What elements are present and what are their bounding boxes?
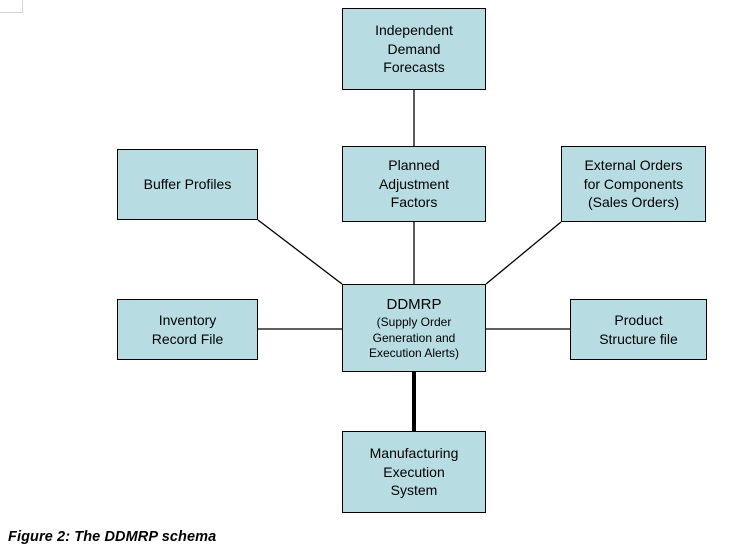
edge-buffer-profiles-to-ddmrp [257,219,343,285]
node-label-line: for Components [583,175,684,192]
node-label-line: Demand [387,40,441,57]
node-label-line: Factors [390,194,438,211]
node-label-line: System [390,482,438,499]
node-label-line: Forecasts [383,59,445,76]
node-label-line: Product [614,311,663,328]
node-label-line: Adjustment [378,175,450,192]
node-label-line: (Sales Orders) [587,194,680,211]
node-label-line: Inventory [158,311,217,328]
node-planned-adjustment-factors: Planned Adjustment Factors [342,146,486,222]
node-ddmrp: DDMRP (Supply Order Generation and Execu… [342,284,486,372]
node-label-line: Execution [383,463,445,480]
node-label-line: Buffer Profiles [143,176,232,193]
node-product-structure-file: Product Structure file [570,299,707,360]
edge-external-orders-to-ddmrp [485,221,562,285]
node-title: DDMRP [386,295,442,313]
node-manufacturing-execution-system: Manufacturing Execution System [342,431,486,513]
node-label-line: Structure file [599,330,678,347]
node-label-line: Manufacturing [369,445,459,462]
node-label-line: External Orders [584,157,683,174]
figure-caption: Figure 2: The DDMRP schema [8,529,217,545]
node-inventory-record-file: Inventory Record File [117,299,258,360]
node-external-orders-for-components: External Orders for Components (Sales Or… [561,146,706,222]
node-buffer-profiles: Buffer Profiles [117,149,258,220]
page-corner-artifact [0,0,23,13]
node-subtitle-line: Generation and [372,330,456,345]
node-subtitle-line: Execution Alerts) [368,345,460,360]
node-independent-demand-forecasts: Independent Demand Forecasts [342,8,486,90]
node-label-line: Record File [151,330,224,347]
node-label-line: Independent [375,22,453,39]
node-label-line: Planned [388,157,440,174]
node-subtitle-line: (Supply Order [376,315,452,330]
